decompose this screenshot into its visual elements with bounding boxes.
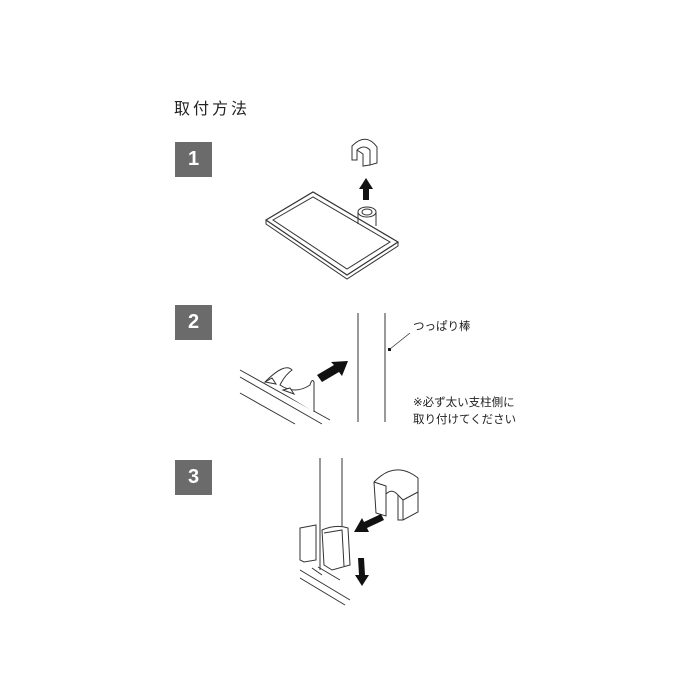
tray xyxy=(264,191,400,280)
clip-part xyxy=(351,138,378,167)
note-line-1: ※必ず太い支柱側に xyxy=(413,395,515,409)
step-2-illustration xyxy=(239,313,411,425)
left-arrow-icon xyxy=(354,514,384,532)
back-clip xyxy=(299,524,317,563)
arrow-icon xyxy=(317,361,348,382)
note-line-2: 取り付けてください xyxy=(413,412,517,426)
page-title: 取付方法 xyxy=(174,99,251,118)
mount-bracket xyxy=(263,367,315,412)
pole xyxy=(319,458,343,570)
rail xyxy=(299,566,351,606)
down-arrow-icon xyxy=(355,558,369,586)
attached-clip xyxy=(321,525,351,571)
pole-label: つっぱり棒 xyxy=(413,319,471,333)
pole-marker xyxy=(388,348,391,351)
step-3-badge: 3 xyxy=(175,460,212,495)
rail xyxy=(239,369,331,425)
step-3-illustration xyxy=(299,458,419,606)
step-2-badge: 2 xyxy=(175,305,212,340)
leader-line xyxy=(389,332,411,350)
step-1-badge: 1 xyxy=(175,142,212,177)
up-arrow-icon xyxy=(359,178,373,200)
clip-part xyxy=(373,469,419,521)
tray-mount-post xyxy=(357,206,377,226)
step-1-illustration xyxy=(264,138,400,280)
